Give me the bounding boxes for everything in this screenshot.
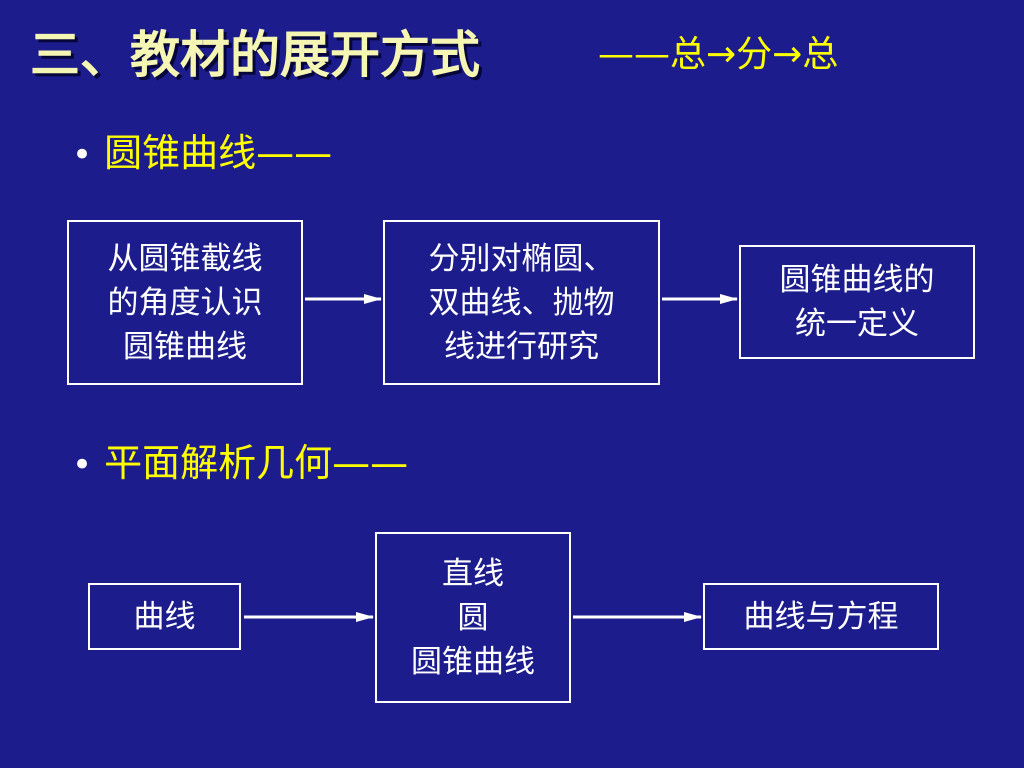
bullet-label: 圆锥曲线—— [104, 131, 333, 175]
flow-box-curve: 曲线 [88, 583, 241, 650]
flow-box-curve-and-equation: 曲线与方程 [703, 583, 939, 650]
bullet-conic-sections: • 圆锥曲线—— [72, 128, 332, 180]
flow-box-conic-section-view: 从圆锥截线 的角度认识 圆锥曲线 [67, 220, 303, 385]
bullet-label: 平面解析几何—— [104, 441, 409, 485]
box-line: 圆锥曲线的 [779, 262, 935, 298]
page-title: 三、教材的展开方式 [30, 26, 480, 84]
flow-box-line-circle-conic: 直线 圆 圆锥曲线 [375, 532, 571, 703]
box-line: 曲线与方程 [743, 598, 899, 635]
page-subtitle: ——总→分→总 [598, 34, 839, 75]
box-line: 直线 [442, 555, 504, 592]
box-line: 曲线 [133, 598, 196, 635]
box-line: 圆 [457, 599, 489, 636]
box-line: 双曲线、抛物 [428, 284, 615, 321]
flow-box-unified-definition: 圆锥曲线的 统一定义 [739, 245, 975, 359]
bullet-dot-icon: • [72, 135, 93, 175]
box-line: 分别对椭圆、 [428, 240, 615, 277]
box-line: 统一定义 [795, 306, 919, 342]
bullet-plane-analytic-geometry: • 平面解析几何—— [72, 438, 408, 490]
box-line: 圆锥曲线 [123, 328, 247, 365]
box-line: 从圆锥截线 [107, 240, 263, 277]
box-line: 的角度认识 [107, 284, 263, 321]
bullet-dot-icon: • [72, 445, 93, 485]
box-line: 圆锥曲线 [411, 643, 535, 680]
box-line: 线进行研究 [444, 328, 599, 365]
flow-box-individual-study: 分别对椭圆、 双曲线、抛物 线进行研究 [383, 220, 660, 385]
